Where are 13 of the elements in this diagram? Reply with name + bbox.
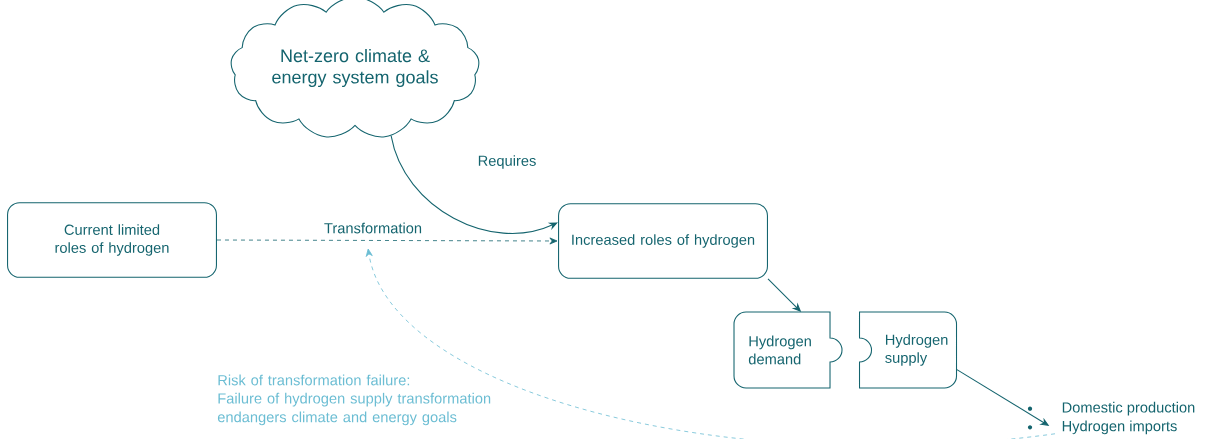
- puzzle-piece: Hydrogen supply: [858, 311, 958, 389]
- edge-label: Transformation: [324, 222, 422, 234]
- node-label: Domestic production: [1062, 401, 1195, 416]
- risk-note: Failure of hydrogen supply transformation endangers climate and energy goals: [217, 392, 491, 426]
- arrow: [365, 248, 1056, 439]
- bullet-list: Domestic production Hydrogen imports: [1027, 401, 1195, 435]
- node-label: Hydrogen imports: [1062, 420, 1177, 435]
- puzzle-piece: Hydrogen demand: [733, 311, 843, 389]
- arrow: [216, 237, 558, 245]
- process-box: Increased roles of hydrogen: [558, 203, 768, 279]
- process-box: Current limited roles of hydrogen: [7, 202, 217, 278]
- risk-heading: Risk of transformation failure:: [218, 374, 410, 386]
- edge-label: Requires: [478, 155, 536, 169]
